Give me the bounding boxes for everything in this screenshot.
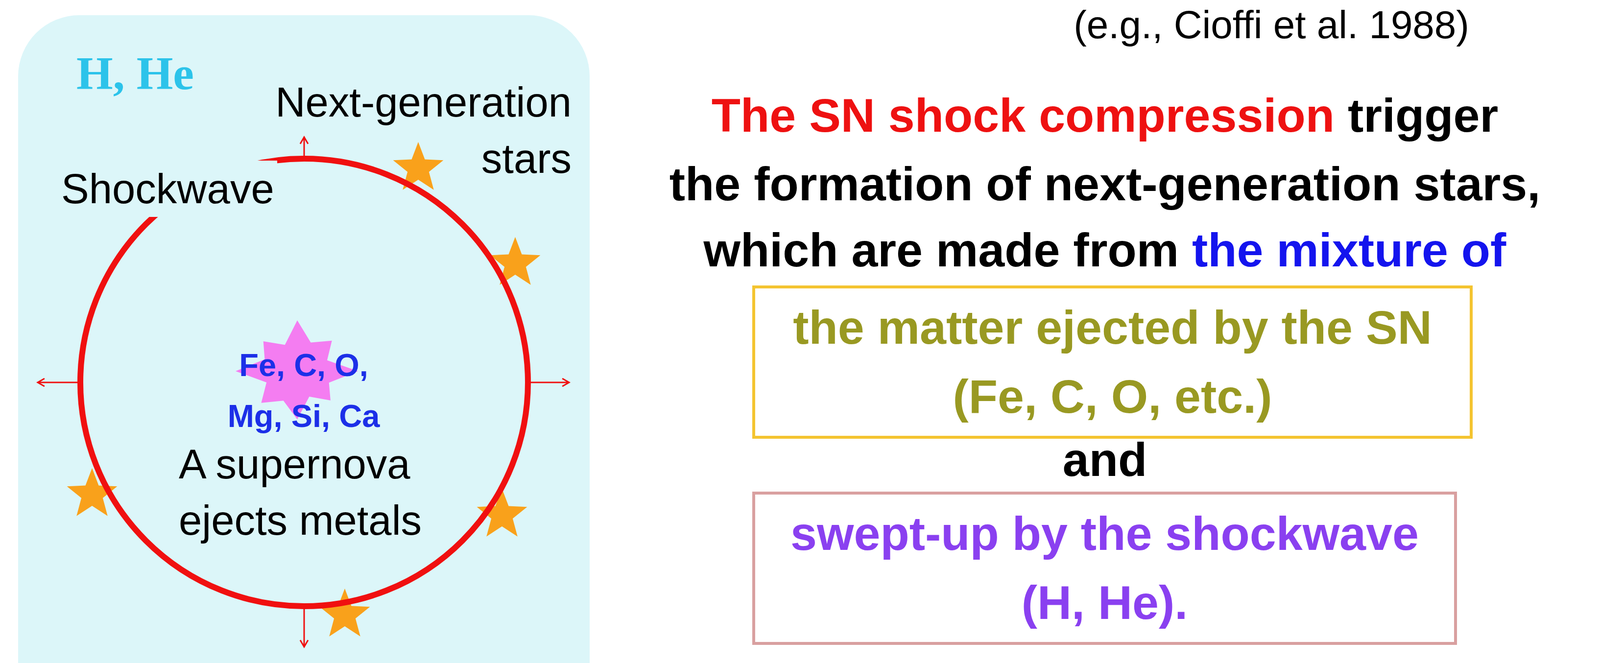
expansion-arrow xyxy=(37,378,78,387)
statement-line: The SN shock compressiontrigger xyxy=(615,81,1595,149)
statement-red: The SN shock compression xyxy=(711,81,1335,149)
stars-label: Next-generation stars xyxy=(258,73,572,187)
supernova-burst: Fe, C, O, Mg, Si, Ca xyxy=(215,339,392,442)
expansion-arrow xyxy=(530,378,570,387)
shockwave-label: Shockwave xyxy=(58,160,278,217)
supernova-label: A supernova ejects metals xyxy=(178,435,454,549)
box-text: swept-up by the shockwave (H, He). xyxy=(774,499,1435,638)
statement-line: which are made fromthe mixture of xyxy=(615,216,1595,284)
shockwave-ring xyxy=(80,158,528,607)
expansion-arrow xyxy=(300,609,309,647)
swept-up-box: swept-up by the shockwave (H, He). xyxy=(752,491,1457,645)
expansion-arrow xyxy=(300,137,309,156)
element-label: H, He xyxy=(76,46,194,101)
citation: (e.g., Cioffi et al. 1988) xyxy=(1028,2,1470,48)
and-label: and xyxy=(1006,426,1203,494)
statement-text: trigger xyxy=(1347,81,1499,149)
statement-blue: the mixture of xyxy=(1192,216,1506,284)
metals-label: Fe, C, O, Mg, Si, Ca xyxy=(220,339,387,442)
statement-text: which are made from xyxy=(703,216,1179,284)
star-symbol xyxy=(490,237,541,286)
box-text: the matter ejected by the SN (Fe, C, O, … xyxy=(774,293,1451,431)
panel-rect xyxy=(18,15,590,663)
ejecta-box: the matter ejected by the SN (Fe, C, O, … xyxy=(752,285,1473,439)
statement-text: the formation of next-generation stars, xyxy=(669,150,1541,218)
statement-line: the formation of next-generation stars, xyxy=(615,150,1595,218)
